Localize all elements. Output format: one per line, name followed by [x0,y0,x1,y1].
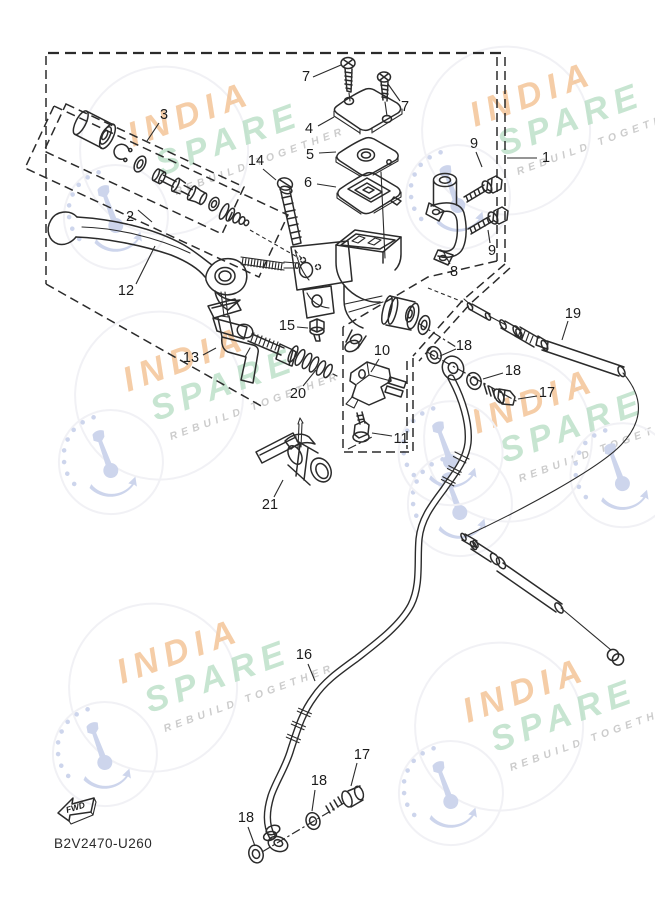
part-number-label: 14 [248,153,264,169]
part-number-label: 10 [374,343,390,359]
fwd-arrow: FWD [57,797,97,825]
diagram-code: B2V2470-U260 [54,836,152,851]
part-number-label: 5 [306,147,314,163]
part-8-master-cylinder-holder [425,172,467,266]
part-label-leader [439,348,457,357]
part-7-reservoir-cap-screws [340,56,392,117]
part-label-leader [370,358,380,373]
part-number-label: 9 [488,243,496,259]
watermark-layer [12,0,655,860]
part-number-label: 6 [304,175,312,191]
part-number-label: 20 [290,386,306,402]
lever-return-spring [240,256,300,271]
part-label-leader [482,372,504,380]
part-label-leader [146,122,160,142]
watermark-tile [12,548,354,821]
part-15-holder-bolt [309,318,325,342]
line-art [47,56,640,864]
part-18-copper-washers [248,345,482,864]
part-label-leader [247,826,256,847]
part-label-leader [317,116,335,127]
callout-dashed-boxes [24,51,511,453]
part-label-leader [561,320,569,341]
part-number-label: 18 [505,363,521,379]
part-number-label: 12 [118,283,134,299]
watermark-tile [365,0,655,264]
part-number-label: 4 [305,121,313,137]
part-12-brake-lever [47,211,248,311]
part-label-leader [387,83,401,102]
part-number-label: 16 [296,647,312,663]
part-label-leader [487,229,491,244]
part-17-union-bolts [325,383,516,814]
part-number-label: 13 [183,350,199,366]
part-number-label: 18 [311,773,327,789]
part-label-leader [517,395,538,400]
part-number-label: 11 [393,431,408,447]
part-label-leader [318,151,337,154]
part-label-leader [302,369,317,387]
watermark-tile [367,298,655,571]
part-number-label: 7 [302,69,310,85]
part-number-label: 9 [470,136,478,152]
part-number-label: 18 [456,338,472,354]
part-label-leader [311,789,316,812]
part-number-label: 17 [354,747,370,763]
part-label-leader [371,432,393,437]
part-number-labels: 1234567789910111213141516171718181818192… [118,64,581,847]
part-label-leader [307,663,316,682]
part-9-holder-bolts [463,175,509,235]
part-14-lever-pivot-screw [276,177,302,246]
part-label-leader [350,762,358,787]
part-number-label: 3 [160,107,168,123]
part-20-pushrod-spring [287,345,338,379]
part-number-label: 18 [238,810,254,826]
part-label-leader [273,479,284,498]
part-21-hose-clamp [255,417,332,486]
part-4-reservoir-cap [333,87,403,135]
part-number-label: 2 [126,209,134,225]
part-label-leader [202,347,217,356]
part-number-label: 8 [450,264,458,280]
part-number-label: 1 [542,150,550,166]
part-number-label: 21 [262,497,278,513]
watermark-tile [358,587,655,860]
part-label-leader [312,64,342,78]
part-label-leader [137,209,153,223]
part-19-cable [460,298,640,666]
part-16-brake-hose [262,355,473,853]
part-number-label: 15 [279,318,295,334]
part-label-leader [475,151,483,168]
part-label-leader [262,168,277,181]
watermark-tile [18,256,360,529]
part-number-label: 7 [401,99,409,115]
part-label-leader [316,183,337,188]
part-10-brake-switch [345,361,407,409]
part-number-label: 17 [539,385,555,401]
part-6-diaphragm [336,171,402,215]
master-cylinder-body [220,229,431,353]
part-number-label: 19 [565,306,581,322]
part-label-leader [135,245,156,285]
part-11-switch-screw [352,411,370,443]
part-label-leader [296,326,309,329]
part-label-leader [442,250,451,265]
